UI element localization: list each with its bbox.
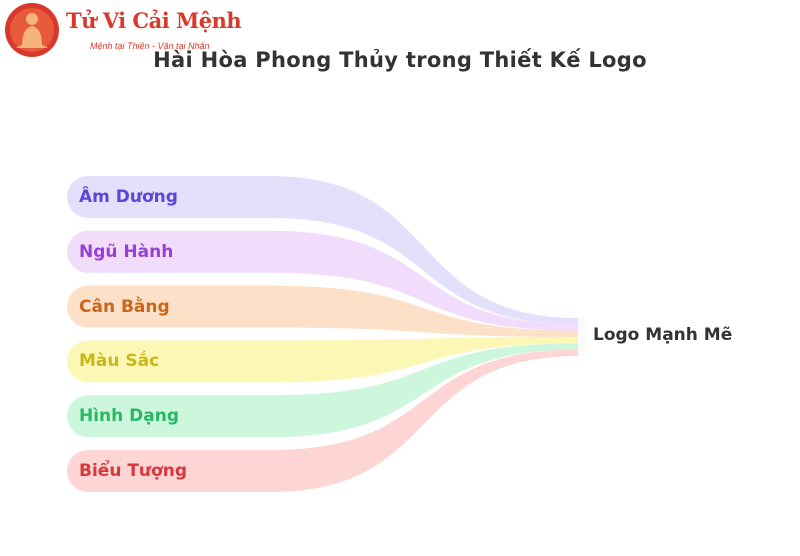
flow-band	[67, 176, 578, 325]
source-node-label: Màu Sắc	[79, 351, 160, 372]
target-node-label: Logo Mạnh Mẽ	[593, 325, 733, 345]
source-node-label: Hình Dạng	[79, 406, 180, 427]
flow-band	[67, 343, 579, 438]
brand-name: Tử Vi Cải Mệnh	[66, 8, 242, 33]
page-title: Hài Hòa Phong Thủy trong Thiết Kế Logo	[153, 48, 647, 72]
brand-tagline: Mệnh tại Thiên - Vận tại Nhân	[90, 41, 210, 51]
flow-band	[67, 349, 578, 492]
flow-band	[67, 337, 579, 383]
source-node-label: Biểu Tượng	[79, 461, 187, 481]
site-logo[interactable]: Tử Vi Cải Mệnh Mệnh tại Thiên - Vận tại …	[4, 2, 242, 58]
source-node-label: Âm Dương	[79, 187, 178, 207]
target-node	[578, 318, 586, 356]
source-node-label: Cân Bằng	[79, 296, 170, 317]
flow-band	[67, 285, 579, 337]
buddha-icon	[5, 3, 59, 57]
flow-band	[67, 230, 579, 331]
source-node-label: Ngũ Hành	[79, 241, 174, 262]
